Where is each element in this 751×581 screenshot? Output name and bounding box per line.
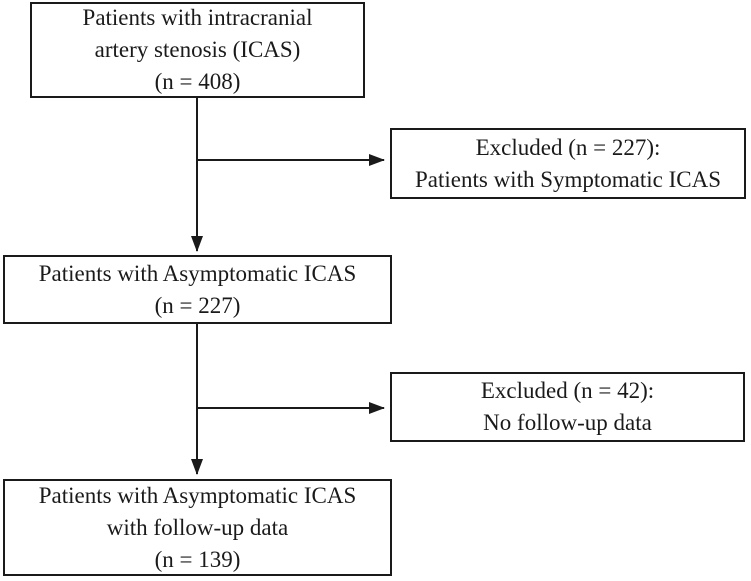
node-excluded-no-followup: Excluded (n = 42): No follow-up data bbox=[390, 372, 745, 442]
node-text-line: Patients with Asymptomatic ICAS bbox=[38, 260, 357, 286]
node-patients-asymptomatic: Patients with Asymptomatic ICAS (n = 227… bbox=[3, 255, 392, 324]
node-count-line: (n = 227) bbox=[154, 292, 241, 318]
node-text-line: with follow-up data bbox=[106, 514, 289, 540]
node-text-line: Excluded (n = 227): bbox=[475, 134, 661, 160]
node-text-line: Patients with Symptomatic ICAS bbox=[414, 166, 722, 192]
node-patients-asymptomatic-followup: Patients with Asymptomatic ICAS with fol… bbox=[3, 479, 392, 576]
node-text-line: No follow-up data bbox=[483, 410, 652, 435]
node-count-line: (n = 408) bbox=[154, 69, 241, 94]
node-excluded-symptomatic: Excluded (n = 227): Patients with Sympto… bbox=[390, 128, 746, 199]
node-text-line: Patients with intracranial bbox=[82, 5, 313, 30]
node-patients-icas-total: Patients with intracranial artery stenos… bbox=[30, 2, 365, 98]
node-text-line: Excluded (n = 42): bbox=[480, 378, 655, 403]
node-text-line: Patients with Asymptomatic ICAS bbox=[38, 482, 357, 508]
node-text-line: artery stenosis (ICAS) bbox=[94, 37, 301, 62]
node-count-line: (n = 139) bbox=[154, 546, 241, 572]
